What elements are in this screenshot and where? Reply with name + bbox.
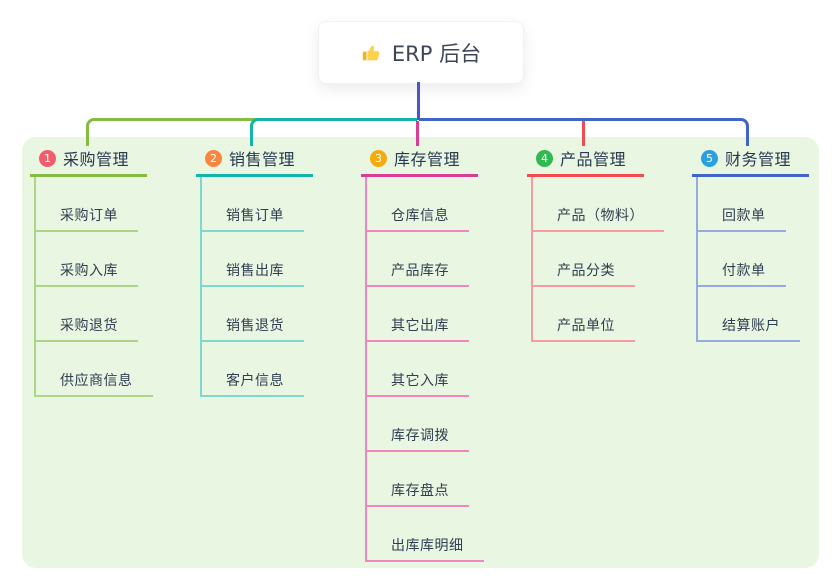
branch-number-badge: 1 [39,149,56,167]
child-node[interactable]: 出库库明细 [367,507,484,562]
branch-number-badge: 2 [205,149,222,167]
child-node[interactable]: 采购入库 [36,232,138,287]
child-node[interactable]: 采购退货 [36,287,138,342]
child-label: 付款单 [722,263,766,279]
child-label: 客户信息 [226,373,284,389]
child-node[interactable]: 销售退货 [202,287,304,342]
branch-connector-product [582,121,585,146]
branches-panel [22,137,819,568]
branch-header[interactable]: 3 库存管理 [361,146,478,177]
child-label: 仓库信息 [391,208,449,224]
thumbs-up-icon [361,42,383,64]
child-node[interactable]: 产品单位 [533,287,635,342]
branch-title: 产品管理 [560,150,627,169]
branch-column: 4 产品管理 产品（物料） 产品分类产品单位 [527,146,664,342]
branch-children: 销售订单销售出库销售退货客户信息 [200,177,313,397]
branch-column: 3 库存管理 仓库信息产品库存其它出库其它入库库存调拨库存盘点出库库明细 [361,146,484,562]
child-node[interactable]: 结算账户 [698,287,800,342]
branch-title: 销售管理 [229,150,296,169]
branch-column: 5 财务管理 回款单付款单结算账户 [692,146,809,342]
child-node[interactable]: 客户信息 [202,342,304,397]
child-label: 回款单 [722,208,766,224]
child-label: 销售出库 [226,263,284,279]
branch-title: 采购管理 [63,150,130,169]
child-label: 结算账户 [722,318,780,334]
branch-header[interactable]: 4 产品管理 [527,146,644,177]
child-node[interactable]: 销售订单 [202,177,304,232]
child-node[interactable]: 库存盘点 [367,452,469,507]
child-label: 销售退货 [226,318,284,334]
branch-children: 产品（物料） 产品分类产品单位 [531,177,664,342]
child-label: 采购入库 [60,263,118,279]
child-label: 库存调拨 [391,428,449,444]
child-label: 库存盘点 [391,483,449,499]
branch-column: 1 采购管理 采购订单采购入库采购退货供应商信息 [30,146,153,397]
child-node[interactable]: 其它入库 [367,342,469,397]
branch-header[interactable]: 5 财务管理 [692,146,809,177]
child-node[interactable]: 其它出库 [367,287,469,342]
root-label: ERP 后台 [391,41,482,66]
child-node[interactable]: 供应商信息 [36,342,153,397]
root-node[interactable]: ERP 后台 [318,21,524,84]
child-node[interactable]: 销售出库 [202,232,304,287]
child-label: 产品单位 [557,318,615,334]
child-label: 销售订单 [226,208,284,224]
root-connector-line [417,82,420,120]
child-node[interactable]: 付款单 [698,232,786,287]
child-label: 其它入库 [391,373,449,389]
branch-header[interactable]: 2 销售管理 [196,146,313,177]
branch-children: 回款单付款单结算账户 [696,177,809,342]
child-node[interactable]: 产品库存 [367,232,469,287]
branch-number-badge: 5 [701,149,718,167]
child-label: 产品库存 [391,263,449,279]
branch-number-badge: 3 [370,149,387,167]
child-label: 其它出库 [391,318,449,334]
child-node[interactable]: 产品分类 [533,232,635,287]
child-label: 产品（物料） [557,208,644,224]
branch-children: 采购订单采购入库采购退货供应商信息 [34,177,153,397]
child-label: 采购退货 [60,318,118,334]
branch-column: 2 销售管理 销售订单销售出库销售退货客户信息 [196,146,313,397]
child-node[interactable]: 产品（物料） [533,177,664,232]
branch-title: 财务管理 [725,150,792,169]
child-node[interactable]: 库存调拨 [367,397,469,452]
child-node[interactable]: 回款单 [698,177,786,232]
child-label: 供应商信息 [60,373,133,389]
child-label: 采购订单 [60,208,118,224]
child-label: 出库库明细 [391,538,464,554]
branch-connector-finance [419,118,749,146]
branch-connector-inventory [416,121,419,146]
child-label: 产品分类 [557,263,615,279]
branch-children: 仓库信息产品库存其它出库其它入库库存调拨库存盘点出库库明细 [365,177,484,562]
child-node[interactable]: 仓库信息 [367,177,469,232]
child-node[interactable]: 采购订单 [36,177,138,232]
branch-title: 库存管理 [394,150,461,169]
branch-header[interactable]: 1 采购管理 [30,146,147,177]
branch-number-badge: 4 [536,149,553,167]
branch-connector-sales [250,118,417,146]
